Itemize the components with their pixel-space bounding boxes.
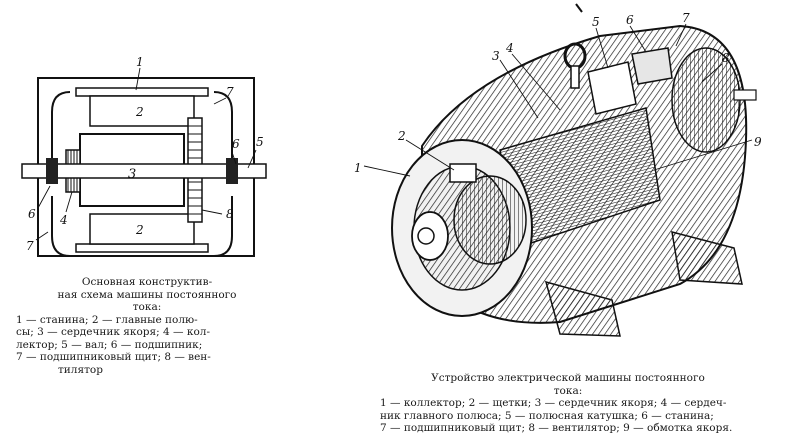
- cutaway-label-6: 6: [626, 13, 634, 27]
- collector: [453, 175, 527, 265]
- right-caption-legend-1: 1 — коллектор; 2 — щетки; 3 — сердечник …: [380, 397, 727, 409]
- frame-bottom-bar: [75, 243, 209, 253]
- cutaway-label-5: 5: [592, 15, 600, 29]
- rear-fan: [671, 47, 741, 153]
- left-caption-legend-5: тилятор: [58, 363, 103, 376]
- label-6-right: 6: [232, 137, 240, 151]
- stator-block: [631, 47, 673, 85]
- left-caption-title-1: Основная конструктив-: [81, 276, 213, 288]
- main-pole-top: [89, 95, 195, 127]
- bearing-right: [226, 158, 238, 184]
- label-1: 1: [136, 55, 144, 69]
- bearing-shield-left: [51, 91, 71, 257]
- right-caption-legend-2: ник главного полюса; 5 — полюсная катушк…: [380, 409, 714, 422]
- cutaway-label-8: 8: [722, 51, 730, 65]
- right-caption-title-1: Устройство электрической машины постоянн…: [431, 372, 705, 384]
- dc-machine-cutaway: 1 2 3 4 5 6 7 8 9: [354, 3, 762, 337]
- left-caption-legend-2: сы; 3 — сердечник якоря; 4 — кол-: [16, 326, 210, 338]
- right-caption-legend-3: 7 — подшипниковый щит; 8 — вентилятор; 9…: [380, 422, 733, 434]
- frame-top-bar: [75, 87, 209, 97]
- cutaway-label-1: 1: [354, 161, 362, 175]
- bearing-shield-right: [213, 91, 233, 257]
- label-2-bottom: 2: [135, 223, 144, 237]
- cutaway-label-9: 9: [754, 135, 762, 149]
- right-caption: Устройство электрической машины постоянн…: [380, 372, 756, 435]
- cutaway-label-7: 7: [682, 11, 690, 25]
- label-3: 3: [128, 167, 136, 182]
- lifting-eye-stem: [570, 65, 580, 89]
- leader-lines: [35, 67, 257, 241]
- cutaway-label-3: 3: [492, 49, 500, 63]
- label-6-left: 6: [28, 207, 36, 221]
- rear-shaft: [733, 89, 757, 101]
- left-caption-legend-1: 1 — станина; 2 — главные полю-: [16, 313, 198, 326]
- left-caption: Основная конструктив- ная схема машины п…: [16, 276, 278, 376]
- shaft: [21, 163, 267, 179]
- cutaway-label-4: 4: [505, 41, 514, 55]
- front-shaft-end: [417, 227, 435, 245]
- label-7-top: 7: [226, 85, 234, 99]
- top-mark: [575, 3, 583, 13]
- label-4: 4: [59, 213, 68, 227]
- label-2-top: 2: [135, 105, 144, 119]
- cutaway-label-2: 2: [397, 129, 406, 143]
- left-caption-legend-4: 7 — подшипниковый щит; 8 — вен-: [16, 351, 211, 363]
- label-8: 8: [226, 207, 234, 221]
- main-pole-bottom: [89, 213, 195, 245]
- right-caption-title-2: тока:: [553, 384, 583, 397]
- left-caption-title-2: ная схема машины постоянного: [57, 288, 237, 301]
- pole-block: [587, 61, 637, 115]
- bearing-left: [46, 158, 58, 184]
- label-7-bottom: 7: [26, 239, 34, 253]
- cutaway-leader-lines: [363, 23, 753, 177]
- label-5: 5: [256, 135, 264, 149]
- left-caption-legend-3: лектор; 5 — вал; 6 — подшипник;: [16, 338, 203, 351]
- brush-holder: [449, 163, 477, 183]
- left-caption-title-3: тока:: [132, 301, 162, 313]
- dc-machine-schematic: 1 2 2 3 4 5 6 6 7 7 8: [21, 55, 267, 257]
